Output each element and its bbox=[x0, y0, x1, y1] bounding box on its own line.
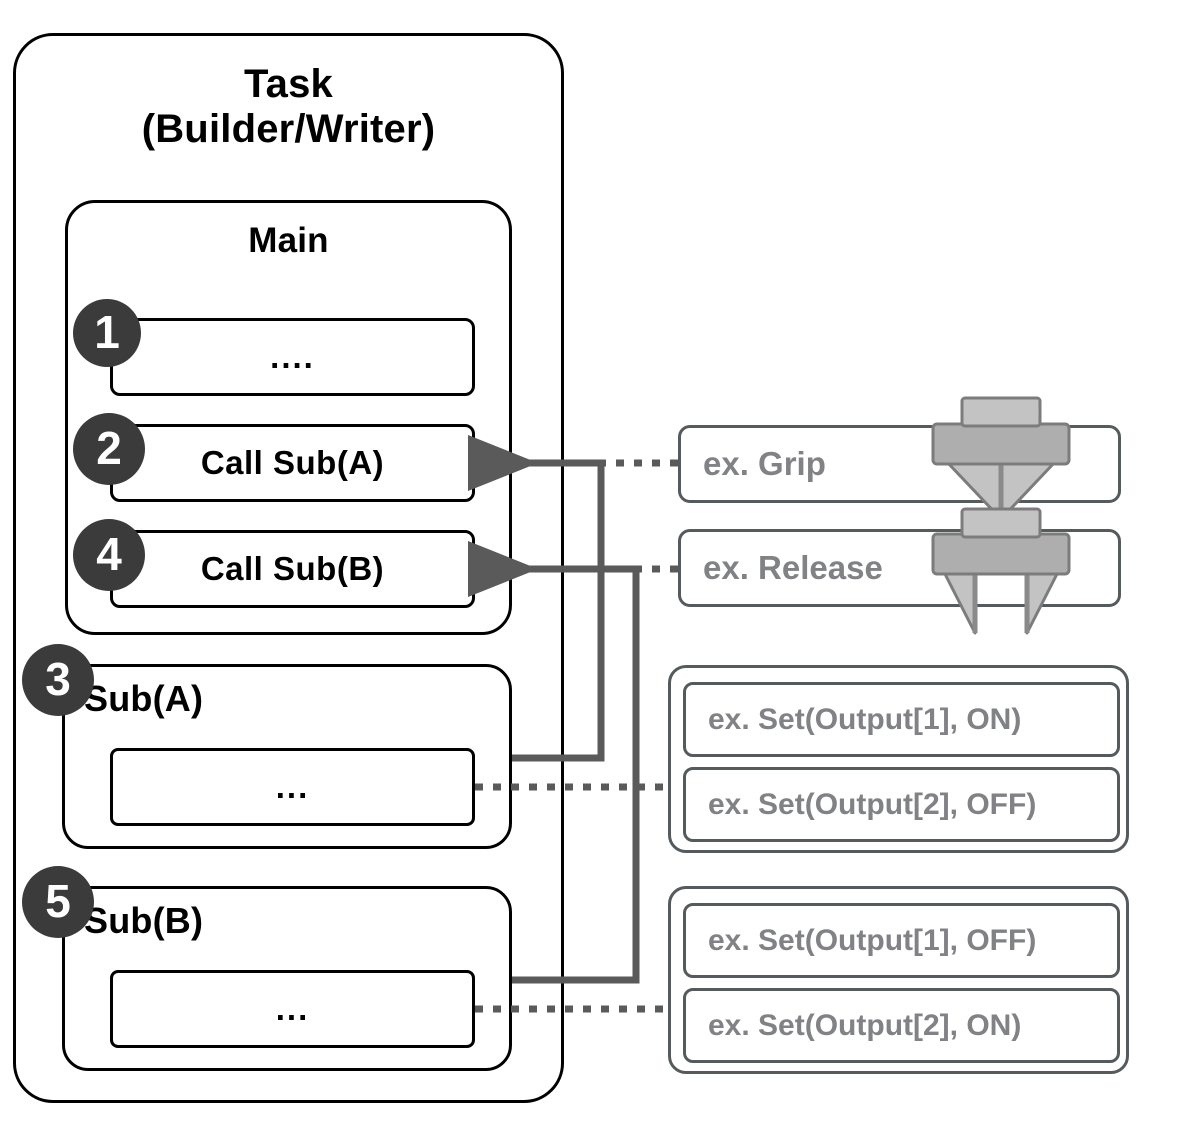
step-number-3-text: 3 bbox=[45, 652, 71, 705]
sub-b-body-box[interactable]: ... bbox=[110, 970, 475, 1048]
main-step-box-2[interactable]: Call Sub(A) bbox=[110, 424, 475, 502]
example-item-box-2-1[interactable]: ex. Set(Output[1], OFF) bbox=[683, 903, 1120, 978]
example-item-label-1-2: ex. Set(Output[2], OFF) bbox=[708, 787, 1037, 821]
sub-a-body-box[interactable]: ... bbox=[110, 748, 475, 826]
main-title-text: Main bbox=[248, 221, 329, 260]
step-number-2: 2 bbox=[73, 413, 145, 485]
main-step-label-1: .... bbox=[270, 338, 315, 375]
sub-a-name: Sub(A) bbox=[84, 678, 204, 719]
step-number-3: 3 bbox=[22, 644, 94, 716]
task-title-line2: (Builder/Writer) bbox=[141, 106, 436, 151]
step-number-1: 1 bbox=[73, 299, 141, 367]
main-step-box-1[interactable]: .... bbox=[110, 318, 475, 396]
task-title: Task (Builder/Writer) bbox=[13, 62, 564, 152]
example-item-label-1-1: ex. Set(Output[1], ON) bbox=[708, 702, 1022, 736]
example-item-box-1-1[interactable]: ex. Set(Output[1], ON) bbox=[683, 682, 1120, 757]
example-item-label-2-1: ex. Set(Output[1], OFF) bbox=[708, 923, 1037, 957]
example-item-label-2-2: ex. Set(Output[2], ON) bbox=[708, 1008, 1022, 1042]
task-title-line1: Task bbox=[243, 62, 333, 106]
example-group-2 bbox=[668, 886, 1129, 1074]
sub-b-body-label: ... bbox=[275, 990, 310, 1027]
main-step-label-4: Call Sub(B) bbox=[200, 550, 385, 587]
example-action-label-release: ex. Release bbox=[703, 549, 883, 586]
step-number-2-text: 2 bbox=[96, 421, 122, 474]
example-action-box-release[interactable]: ex. Release bbox=[678, 529, 1121, 607]
main-step-box-4[interactable]: Call Sub(B) bbox=[110, 530, 475, 608]
step-number-4: 4 bbox=[73, 519, 145, 591]
main-title: Main bbox=[65, 221, 512, 260]
step-number-1-text: 1 bbox=[94, 305, 120, 358]
sub-b-name: Sub(B) bbox=[84, 900, 204, 941]
step-number-5: 5 bbox=[22, 866, 94, 938]
example-action-label-grip: ex. Grip bbox=[703, 445, 826, 482]
step-number-4-text: 4 bbox=[96, 527, 122, 580]
example-group-1 bbox=[668, 665, 1129, 853]
sub-a-body-label: ... bbox=[275, 768, 310, 805]
example-action-box-grip[interactable]: ex. Grip bbox=[678, 425, 1121, 503]
main-step-label-2: Call Sub(A) bbox=[200, 444, 385, 481]
example-item-box-2-2[interactable]: ex. Set(Output[2], ON) bbox=[683, 988, 1120, 1063]
main-container bbox=[65, 200, 512, 635]
example-item-box-1-2[interactable]: ex. Set(Output[2], OFF) bbox=[683, 767, 1120, 842]
step-number-5-text: 5 bbox=[45, 874, 71, 927]
